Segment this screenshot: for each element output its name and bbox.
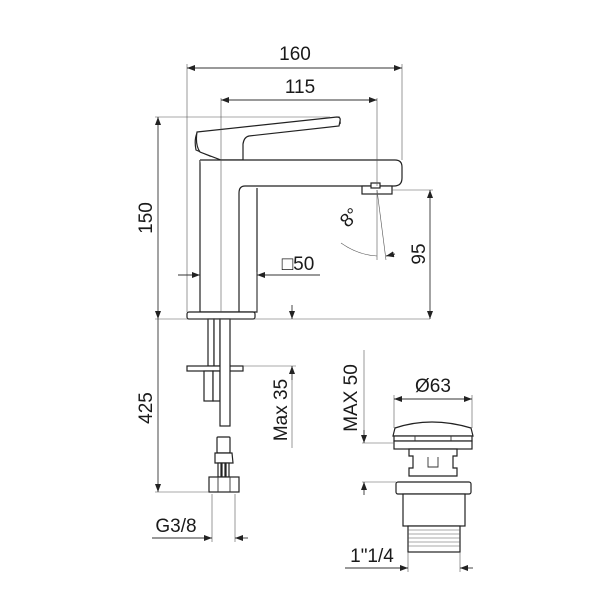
dim-hose-length: 425 [136, 392, 157, 424]
hose-connector [208, 436, 240, 493]
dim-height: 150 [136, 202, 157, 234]
dimension-lines [152, 64, 473, 572]
dim-max-deck: Max 35 [271, 379, 292, 441]
dim-overall-width: 160 [279, 44, 311, 65]
dim-spout-height: 95 [409, 243, 430, 264]
dim-waste-diameter: Ø63 [415, 376, 451, 397]
dim-base-size: □50 [282, 254, 315, 275]
dim-hose-connection: G3/8 [155, 516, 196, 537]
dim-waste-thread: 1"1/4 [350, 546, 394, 567]
mounting-hardware [186, 318, 244, 427]
dim-angle: 8° [336, 204, 364, 232]
dim-waste-max: MAX 50 [341, 364, 362, 432]
dim-spout-reach: 115 [285, 77, 315, 98]
mixer-body [186, 116, 403, 320]
pop-up-waste [392, 421, 474, 553]
